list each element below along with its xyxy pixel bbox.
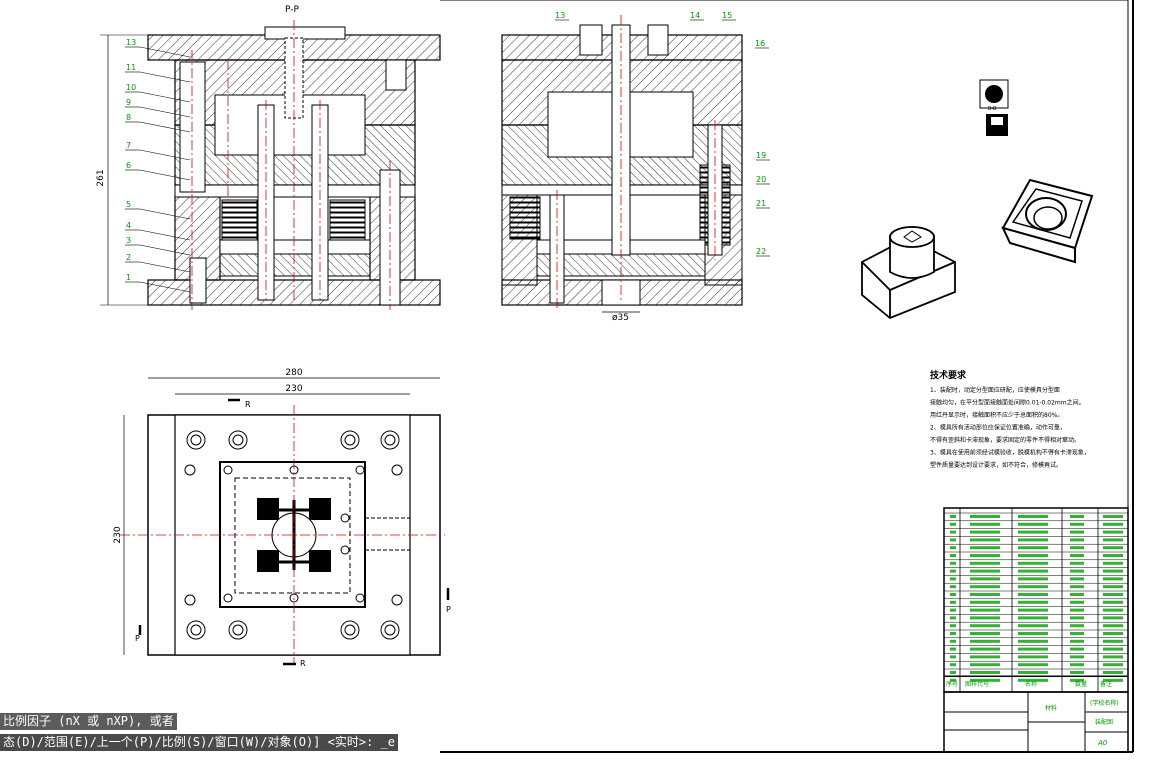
- bom-table: 序号图样代号 名称 数量 备注: [943, 507, 1129, 693]
- leader-label: 7: [125, 141, 191, 161]
- leader-number: 15: [722, 11, 732, 20]
- bom-header-cell: 备注: [1100, 680, 1112, 688]
- technical-requirements: 技术要求 1、装配时，动定分型面应研配，应使模具分型面接触均匀，在平分型面接触面…: [930, 369, 1090, 469]
- leader-number: 1: [126, 273, 131, 282]
- leader-label: 16: [755, 39, 769, 49]
- part-view-label: B-B: [988, 106, 997, 112]
- command-history-line: 比例因子 (nX 或 nXP), 或者: [0, 713, 177, 730]
- cut-p-left: P: [135, 634, 140, 643]
- tech-line: 2、模具所有活动部位应保证位置准确，动作可靠，: [930, 424, 1066, 432]
- tech-line: 3、模具在使用前须经试模验收，脱模机构不得有卡滞现象，: [930, 449, 1090, 457]
- leader-number: 5: [126, 200, 131, 209]
- section-label: P-P: [285, 5, 299, 15]
- leader-label: 21: [756, 199, 770, 209]
- title-school: (学校名称): [1090, 699, 1119, 707]
- bom-header-cell: 名称: [1025, 680, 1037, 688]
- leader-label: 11: [125, 63, 191, 83]
- leader-label: 13: [125, 38, 191, 58]
- tech-title: 技术要求: [930, 369, 967, 381]
- title-block: 材料 (学校名称) 装配图 A0: [943, 691, 1129, 753]
- title-material: 材料: [1045, 704, 1057, 712]
- dim-sprue: ø35: [612, 313, 629, 323]
- leader-label: 13: [555, 11, 569, 21]
- leader-number: 6: [126, 161, 131, 170]
- bom-header-cell: 数量: [1075, 680, 1087, 688]
- tech-line: 不得有歪斜和卡滞现象，要求固定的零件不得相对窜动。: [930, 436, 1080, 444]
- leader-label: 10: [125, 83, 191, 103]
- leader-label: 4: [125, 221, 191, 241]
- right-leader-labels: 13 14 15 16 19 20 21 22: [555, 11, 770, 257]
- leader-number: 13: [126, 38, 136, 47]
- leader-number: 13: [555, 11, 565, 20]
- leader-label: 3: [125, 236, 191, 256]
- dim-height: 261: [96, 169, 106, 186]
- command-prompt-line[interactable]: 态(D)/范围(E)/上一个(P)/比例(S)/窗口(W)/对象(O)] <实时…: [0, 734, 398, 751]
- part-views[interactable]: B-B: [861, 79, 1094, 320]
- dim-side: 230: [113, 526, 123, 543]
- leader-number: 14: [690, 11, 700, 20]
- leader-label: 6: [125, 161, 191, 181]
- leader-number: 19: [756, 151, 766, 160]
- leader-label: 2: [125, 253, 191, 273]
- leader-label: 20: [756, 175, 770, 185]
- tech-line: 塑件质量要达到设计要求，如不符合，修模再试。: [930, 461, 1062, 469]
- leader-label: 9: [125, 98, 191, 118]
- leader-label: 15: [722, 11, 736, 21]
- leader-label: 5: [125, 200, 191, 220]
- front-section-view[interactable]: P-P: [96, 5, 441, 310]
- leader-number: 20: [756, 175, 766, 184]
- bom-header-cell: 序号: [946, 680, 958, 688]
- side-section-view[interactable]: ø35: [501, 15, 743, 323]
- dim-width-inner: 230: [285, 384, 302, 394]
- leader-label: 19: [756, 151, 770, 161]
- leader-label: 22: [756, 247, 770, 257]
- cut-r-top: R: [245, 400, 251, 409]
- left-leader-labels: 13 11 10 9 8 7 6 5 4 3 2 1: [125, 38, 191, 293]
- leader-number: 11: [126, 63, 136, 72]
- leader-number: 10: [126, 83, 136, 92]
- leader-number: 2: [126, 253, 131, 262]
- leader-number: 7: [126, 141, 131, 150]
- leader-label: 1: [125, 273, 191, 293]
- title-drawing-type: 装配图: [1095, 718, 1113, 726]
- plan-view[interactable]: 280 230 230 R R P P: [113, 368, 451, 668]
- leader-number: 22: [756, 247, 766, 256]
- leader-number: 8: [126, 113, 131, 122]
- leader-label: 8: [125, 113, 191, 133]
- tech-line: 用红丹显示时，接触面积不应少于总面积的80%。: [930, 411, 1063, 419]
- cut-r-bottom: R: [300, 659, 306, 668]
- title-scale: A0: [1097, 739, 1108, 747]
- leader-number: 4: [126, 221, 131, 230]
- cut-p-right: P: [446, 605, 451, 614]
- leader-number: 3: [126, 236, 131, 245]
- leader-number: 21: [756, 199, 766, 208]
- leader-label: 14: [690, 11, 704, 21]
- bom-header-cell: 图样代号: [965, 680, 989, 688]
- tech-line: 接触均匀，在平分型面接触面处间隙0.01-0.02mm之间。: [930, 399, 1085, 407]
- tech-line: 1、装配时，动定分型面应研配，应使模具分型面: [930, 386, 1060, 394]
- command-input[interactable]: _e: [380, 735, 395, 749]
- leader-number: 16: [755, 39, 765, 48]
- dim-width-outer: 280: [285, 368, 302, 378]
- leader-number: 9: [126, 98, 131, 107]
